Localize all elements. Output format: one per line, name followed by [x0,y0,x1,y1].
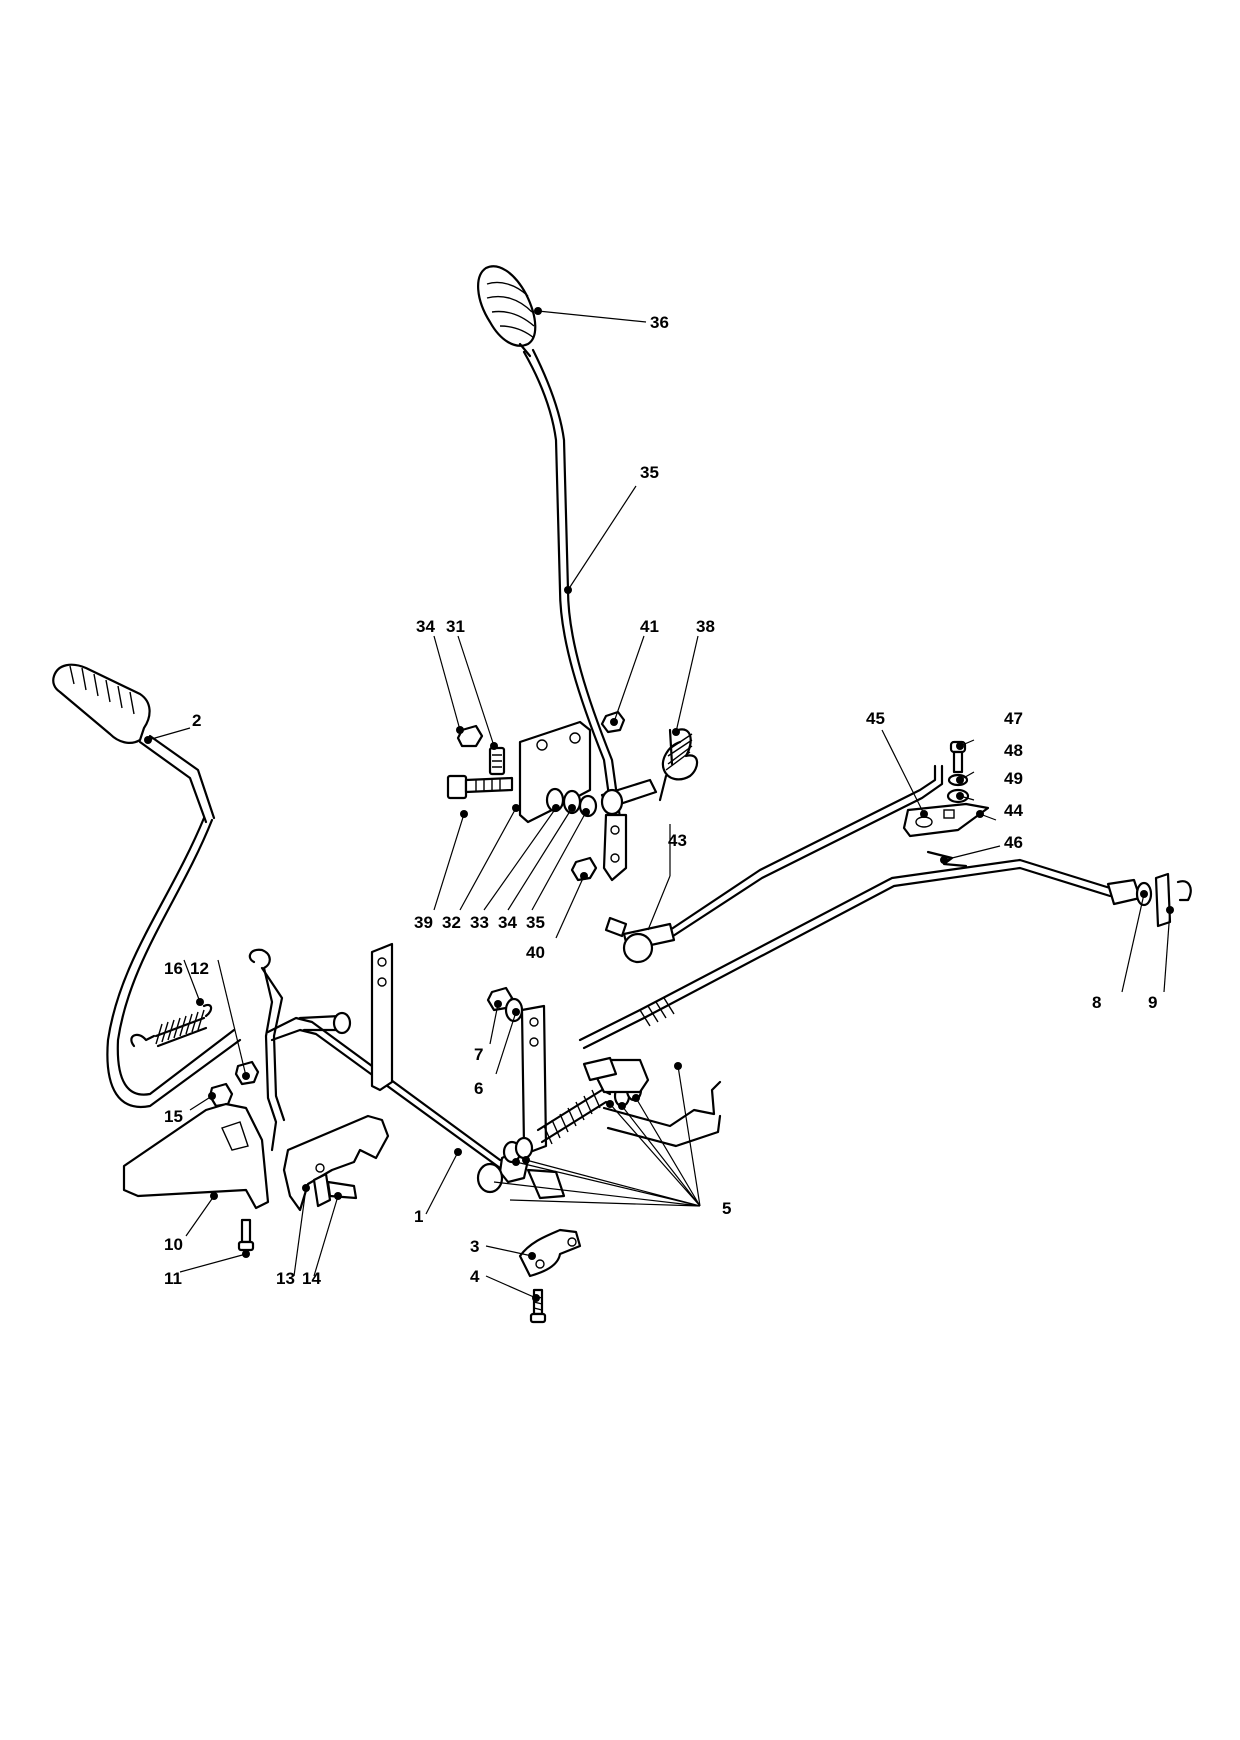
part-10-bracket [122,1102,270,1210]
callout-35-top: 34 [416,617,435,636]
part-13-plate [282,1114,390,1212]
callout-34: 34 [498,913,517,932]
callout-labels: 36 35 2 34 31 41 38 45 47 48 49 44 46 43… [164,313,1157,1288]
part-5-spring-assembly [476,1056,722,1200]
callout-47: 47 [1004,709,1023,728]
part-pivot-pin [600,778,658,816]
part-14-bolt [312,1172,358,1208]
part-16-spring [130,1003,213,1048]
callout-12: 12 [190,959,209,978]
callout-7: 7 [474,1045,483,1064]
part-37-knob [477,265,537,358]
callout-15: 15 [164,1107,183,1126]
leader-dots [144,307,1174,1302]
callout-2: 2 [192,711,201,730]
callout-1: 1 [414,1207,423,1226]
part-4-screw [529,1288,547,1324]
callout-4: 4 [470,1267,480,1286]
callout-46: 46 [1004,833,1023,852]
part-upright-arm-left [370,942,394,1092]
callout-38: 38 [696,617,715,636]
part-selector-rod [248,948,286,1152]
part-11-screw [237,1218,255,1252]
callout-10: 10 [164,1235,183,1254]
callout-31: 31 [446,617,465,636]
part-3-clamp [518,1228,582,1278]
leader-lines [147,310,1171,1299]
part-36-lever-rod [522,348,622,820]
callout-13: 13 [276,1269,295,1288]
callout-16: 16 [164,959,183,978]
callout-45: 45 [866,709,885,728]
callout-40: 41 [640,617,659,636]
callout-37: 36 [650,313,669,332]
part-8-9-end-fittings [1106,872,1192,928]
part-35-nut-top [456,724,484,748]
callout-43: 40 [526,943,545,962]
callout-6: 6 [474,1079,483,1098]
callout-14: 14 [302,1269,321,1288]
part-2-pedal [52,663,216,824]
callout-8: 8 [1092,993,1101,1012]
part-46-clip [926,850,968,868]
callout-33: 33 [470,913,489,932]
callout-49: 49 [1004,769,1023,788]
part-43-nut [570,856,598,882]
part-39-bolt [446,774,514,800]
part-44-plate [902,802,990,838]
part-pedal-arm [106,816,242,1109]
callout-39: 39 [414,913,433,932]
part-upright-arm-right [520,1004,548,1154]
part-38-spring [658,728,699,802]
callout-36: 35 [640,463,659,482]
callout-5: 5 [722,1199,731,1218]
callout-3: 3 [470,1237,479,1256]
part-41-rod [604,764,944,964]
callout-48: 48 [1004,741,1023,760]
part-long-rod [578,858,1112,1050]
callout-9: 9 [1148,993,1157,1012]
callout-11: 11 [164,1269,182,1288]
callout-44: 44 [1004,801,1023,820]
callout-32: 32 [442,913,461,932]
callout-35-bottom: 35 [526,913,545,932]
part-31-bolt [488,746,506,776]
callout-41: 43 [668,831,687,850]
part-7-6-nut-washer [486,986,524,1023]
part-lever-bracket [602,813,628,882]
